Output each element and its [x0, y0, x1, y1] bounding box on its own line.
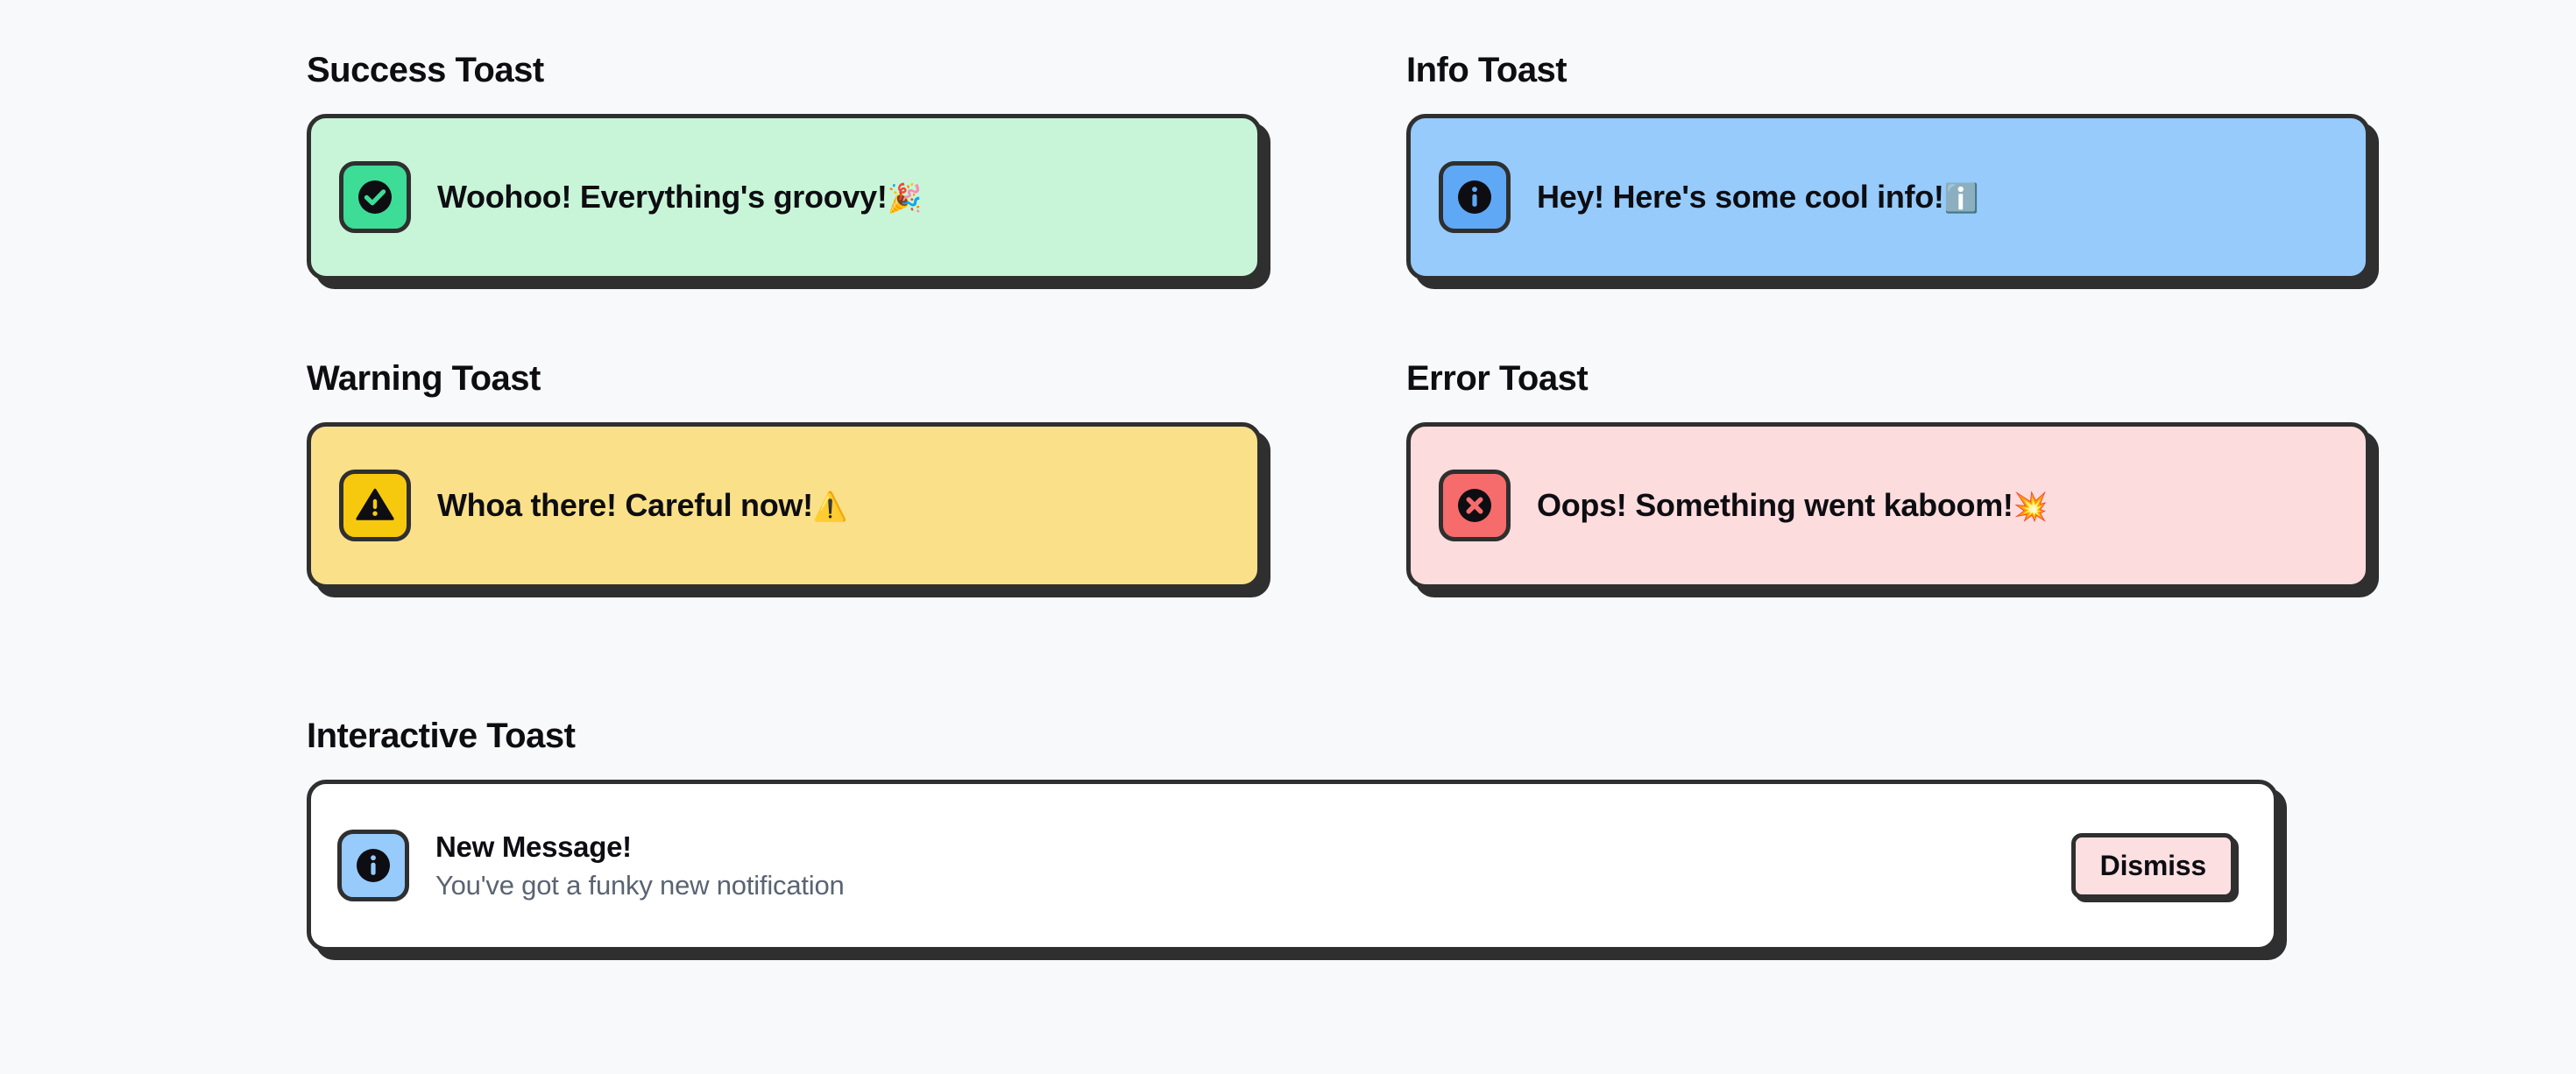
- dismiss-button[interactable]: Dismiss: [2070, 832, 2235, 899]
- success-toast[interactable]: Woohoo! Everything's groovy!🎉: [307, 114, 1262, 280]
- collision-emoji: 💥: [2013, 491, 2049, 523]
- interactive-section: Interactive Toast New Message! You've go…: [307, 718, 2278, 951]
- warning-toast-message: Whoa there! Careful now!⚠️: [437, 487, 848, 524]
- left-column: Success Toast Woohoo! Everything's groov…: [307, 53, 1266, 589]
- interactive-toast[interactable]: New Message! You've got a funky new noti…: [307, 780, 2278, 951]
- success-toast-message: Woohoo! Everything's groovy!🎉: [437, 179, 922, 215]
- info-circle-icon: [337, 830, 409, 901]
- warning-section-heading: Warning Toast: [307, 359, 541, 398]
- warning-sign-emoji: ⚠️: [812, 491, 848, 523]
- interactive-toast-body: New Message! You've got a funky new noti…: [435, 830, 2071, 902]
- interactive-toast-subtitle: You've got a funky new notification: [435, 870, 845, 901]
- info-toast-text: Hey! Here's some cool info!: [1537, 179, 1944, 216]
- x-circle-icon: [1439, 470, 1511, 541]
- success-section: Success Toast Woohoo! Everything's groov…: [307, 53, 1266, 280]
- check-circle-icon: [339, 161, 411, 233]
- info-section: Info Toast Hey! Here's some cool info!ℹ️: [1406, 53, 2374, 280]
- information-emoji: ℹ️: [1943, 182, 1979, 215]
- interactive-section-heading: Interactive Toast: [307, 717, 576, 755]
- info-section-heading: Info Toast: [1406, 51, 1568, 89]
- interactive-toast-title: New Message!: [435, 830, 632, 863]
- success-section-heading: Success Toast: [307, 51, 544, 89]
- info-toast-message: Hey! Here's some cool info!ℹ️: [1537, 179, 1978, 215]
- error-toast-message: Oops! Something went kaboom!💥: [1537, 487, 2048, 523]
- party-popper-emoji: 🎉: [887, 182, 923, 215]
- warning-triangle-icon: [339, 470, 411, 541]
- warning-toast[interactable]: Whoa there! Careful now!⚠️: [307, 422, 1262, 589]
- info-circle-icon: [1439, 161, 1511, 233]
- error-section-heading: Error Toast: [1406, 359, 1589, 398]
- info-toast[interactable]: Hey! Here's some cool info!ℹ️: [1406, 114, 2370, 280]
- warning-section: Warning Toast Whoa there! Careful now!⚠️: [307, 361, 1266, 589]
- right-column: Info Toast Hey! Here's some cool info!ℹ️: [1406, 53, 2374, 589]
- error-section: Error Toast Oops! Something went kaboom!…: [1406, 361, 2374, 589]
- success-toast-text: Woohoo! Everything's groovy!: [437, 179, 888, 216]
- error-toast[interactable]: Oops! Something went kaboom!💥: [1406, 422, 2370, 589]
- warning-toast-text: Whoa there! Careful now!: [437, 487, 813, 524]
- error-toast-text: Oops! Something went kaboom!: [1537, 487, 2013, 524]
